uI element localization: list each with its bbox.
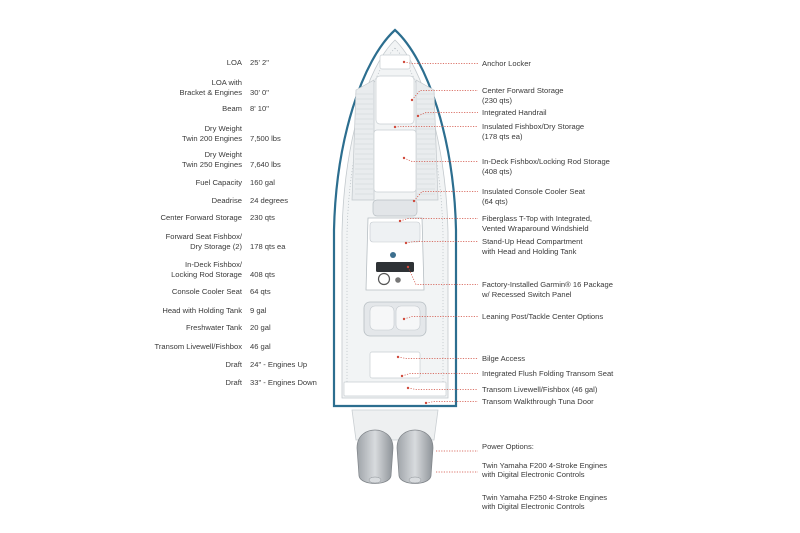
callout-label: Integrated Flush Folding Transom Seat [482, 369, 614, 378]
leader-dot [402, 156, 406, 160]
transom-seat [343, 381, 447, 397]
spec-value: 24 degrees [250, 196, 288, 205]
spec-label: Draft [225, 378, 242, 387]
spec-label: Deadrise [211, 196, 242, 205]
spec-label: Transom Livewell/Fishbox [154, 342, 243, 351]
leader-line [401, 373, 478, 377]
spec-value: 230 qts [250, 213, 275, 222]
leader-dot [402, 317, 406, 321]
callout-label: Bilge Access [482, 354, 526, 363]
callout-label: In-Deck Fishbox/Locking Rod Storage (408… [482, 157, 610, 176]
callout-label: Factory-Installed Garmin® 16 Package w/ … [482, 280, 613, 299]
callout-label: Transom Livewell/Fishbox (46 gal) [482, 385, 598, 394]
spec-label: Center Forward Storage [160, 213, 242, 222]
spec-label: Fuel Capacity [195, 178, 242, 187]
spec-value: 33" - Engines Down [250, 378, 317, 387]
leader-line [405, 241, 478, 244]
callout-label: Insulated Fishbox/Dry Storage (178 qts e… [482, 122, 585, 141]
leaning-post-seat-starboard [395, 305, 421, 331]
spec-label: Beam [222, 104, 242, 113]
spec-value: 64 qts [250, 287, 271, 296]
anchor-locker [379, 54, 411, 70]
callout-label: Transom Walkthrough Tuna Door [482, 397, 594, 406]
spec-label: LOA [226, 58, 242, 67]
center-forward-storage [375, 75, 415, 125]
power-options: Power Options: Twin Yamaha F200 4-Stroke… [482, 432, 607, 521]
power-options-title: Power Options: [482, 441, 534, 451]
engine-port [356, 429, 394, 484]
spec-label: Console Cooler Seat [171, 287, 242, 296]
leader-dot [402, 60, 406, 64]
leader-line [413, 191, 478, 202]
spec-label: Dry Weight Twin 200 Engines [182, 124, 242, 143]
engine-starboard [396, 429, 434, 484]
steering-wheel [377, 272, 391, 286]
bilge-access [369, 351, 421, 379]
callout-label: Center Forward Storage (230 qts) [482, 86, 564, 105]
spec-value: 30' 0" [250, 87, 269, 97]
forward-seat-fishbox-port [351, 79, 375, 201]
spec-value: 46 gal [250, 342, 271, 351]
leader-dot [396, 355, 400, 359]
spec-label: Draft [225, 360, 242, 369]
spec-label: LOA with Bracket & Engines [179, 78, 242, 97]
leader-dot [424, 401, 428, 405]
spec-label: Head with Holding Tank [162, 306, 242, 315]
spec-value: 25' 2" [250, 58, 269, 67]
callout-label: Leaning Post/Tackle Center Options [482, 312, 604, 321]
leader-dot [400, 374, 404, 378]
spec-label: Freshwater Tank [186, 323, 242, 332]
spec-label: Forward Seat Fishbox/ Dry Storage (2) [165, 232, 242, 251]
compass [390, 252, 396, 258]
leader-dot [416, 114, 420, 118]
spec-value: 7,640 lbs [250, 159, 281, 169]
leader-dot [410, 98, 414, 102]
leader-line [397, 356, 478, 359]
leader-dot [404, 241, 408, 245]
spec-value: 178 qts ea [250, 241, 286, 251]
spec-value: 160 gal [250, 178, 275, 187]
spec-value: 20 gal [250, 323, 271, 332]
throttle-control [395, 277, 401, 283]
leader-dot [406, 386, 410, 390]
leader-dot [412, 199, 416, 203]
leader-dot [393, 125, 397, 129]
leader-dot [406, 265, 410, 269]
leaning-post-seat-port [369, 305, 395, 331]
in-deck-fishbox [373, 129, 417, 193]
leader-line [407, 387, 478, 390]
leader-line [407, 266, 478, 285]
power-option-2: Twin Yamaha F250 4-Stroke Engines with D… [482, 492, 608, 512]
windshield [369, 221, 421, 243]
callout-leader-lines [393, 60, 478, 473]
spec-value: 9 gal [250, 306, 267, 315]
garmin-display [376, 262, 414, 272]
callout-label: Stand-Up Head Compartment with Head and … [482, 237, 583, 256]
callout-label: Anchor Locker [482, 59, 531, 68]
spec-value: 24" - Engines Up [250, 360, 308, 369]
callout-label: Fiberglass T-Top with Integrated, Vented… [482, 214, 593, 233]
callout-label: Integrated Handrail [482, 108, 547, 117]
leader-line [425, 401, 478, 404]
spec-value: 7,500 lbs [250, 133, 281, 143]
leader-line [403, 316, 478, 320]
leader-line [417, 112, 478, 117]
spec-value: 8' 10" [250, 104, 269, 113]
leader-line [403, 157, 478, 162]
power-option-1: Twin Yamaha F200 4-Stroke Engines with D… [482, 460, 608, 480]
leader-line [399, 218, 478, 222]
leader-dot [398, 219, 402, 223]
forward-seat-fishbox-starboard [415, 79, 439, 201]
spec-label: Dry Weight Twin 250 Engines [182, 150, 242, 169]
console-cooler-seat [372, 199, 418, 217]
spec-label: In-Deck Fishbox/ Locking Rod Storage [171, 260, 242, 279]
spec-value: 408 qts [250, 269, 275, 279]
callout-label: Insulated Console Cooler Seat (64 qts) [482, 187, 586, 206]
leader-line [394, 126, 478, 128]
leader-line [403, 61, 478, 64]
